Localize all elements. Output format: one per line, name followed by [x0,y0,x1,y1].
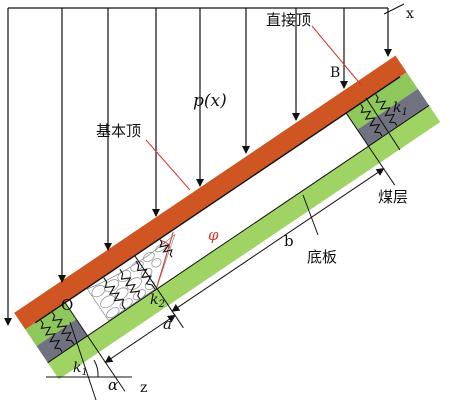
label-floor: 底板 [307,248,337,266]
dimension-b [171,168,385,312]
spring-goaf-4 [159,239,173,258]
label-axis-z: z [140,380,147,396]
label-k2: k2 [150,292,165,310]
caving-line [156,232,174,289]
alpha-arc [93,359,99,378]
floor-layer [47,105,441,380]
label-immediate-roof: 直接顶 [266,11,311,29]
label-k1-top: k1 [393,100,408,118]
label-angle-alpha: α [108,376,118,394]
label-main-roof: 基本顶 [96,122,141,140]
spring-goaf-3 [135,260,156,290]
label-load: p(x) [193,91,227,111]
leader-coal-seam [365,97,401,151]
load-arrows [4,7,392,326]
label-dimension-a: a [163,315,172,333]
right-pillar-green [346,72,418,130]
springs-group [40,94,398,353]
label-coal-seam: 煤层 [378,188,408,206]
label-dimension-b: b [284,232,294,250]
leader-main-roof [145,139,191,191]
strata-group [14,55,441,392]
label-point-b: B [330,65,340,81]
label-k1-bottom: k1 [73,360,88,378]
dimension-a [104,314,176,363]
spring-right-2 [375,94,398,127]
label-origin: O [61,296,73,314]
spring-right-1 [360,104,383,137]
label-angle-phi: φ [208,226,219,244]
label-axis-x: x [406,6,414,22]
spring-goaf-1 [103,277,126,310]
right-pillar-edge [345,112,396,186]
spring-left-2 [51,312,75,345]
left-pillar-gray [36,319,88,363]
spring-left-1 [40,319,63,353]
left-pillar-green [25,302,77,347]
x-axis-extension [383,3,405,15]
x-axis-line [34,76,401,324]
spring-goaf-2 [119,269,141,300]
floor-boundary [47,105,430,364]
phi-arc [160,240,171,249]
leader-immediate-roof [311,25,363,87]
leader-floor [302,194,319,236]
z-axis-line [69,321,97,401]
